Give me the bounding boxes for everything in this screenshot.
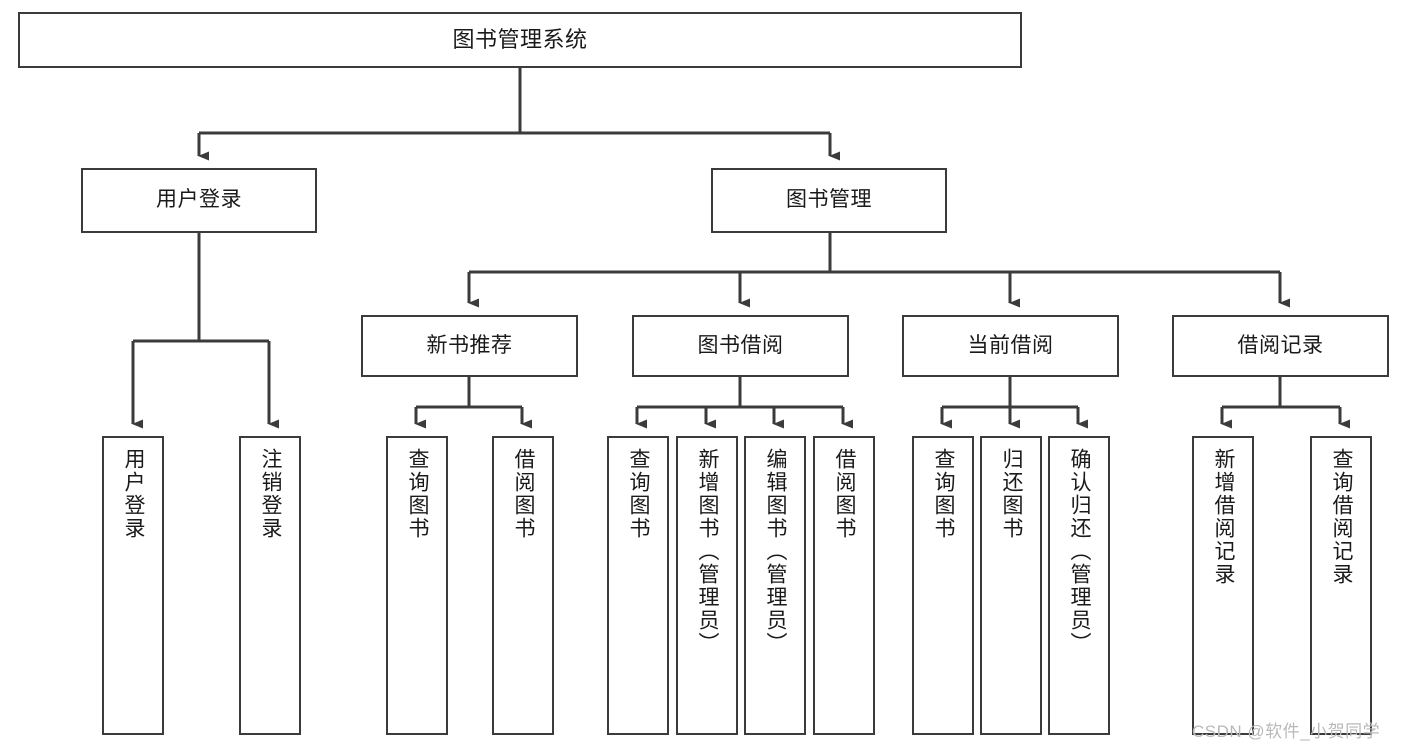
node-leaf-borrow-book-1[interactable]: 借阅图书 — [492, 436, 554, 735]
csdn-watermark: CSDN @软件_小贺同学 — [1192, 722, 1381, 741]
node-leaf-confirm-return[interactable]: 确认归还（管理员） — [1048, 436, 1110, 735]
node-leaf-borrow-book-2-label: 借阅图书 — [833, 448, 857, 540]
node-leaf-logout-login[interactable]: 注销登录 — [239, 436, 301, 735]
node-leaf-query-book-2-label: 查询图书 — [627, 448, 651, 540]
node-book-borrow[interactable]: 图书借阅 — [632, 315, 849, 377]
node-leaf-query-book-2[interactable]: 查询图书 — [607, 436, 669, 735]
node-leaf-add-record-label: 新增借阅记录 — [1212, 448, 1236, 586]
node-leaf-borrow-book-1-label: 借阅图书 — [512, 448, 536, 540]
node-leaf-edit-book-label: 编辑图书（管理员） — [764, 448, 788, 655]
node-leaf-return-book-label: 归还图书 — [1000, 448, 1024, 540]
node-leaf-borrow-book-2[interactable]: 借阅图书 — [813, 436, 875, 735]
node-book-borrow-label: 图书借阅 — [697, 333, 784, 357]
node-leaf-user-login[interactable]: 用户登录 — [102, 436, 164, 735]
node-leaf-add-record[interactable]: 新增借阅记录 — [1192, 436, 1254, 735]
node-current-borrow[interactable]: 当前借阅 — [902, 315, 1119, 377]
node-leaf-add-book-label: 新增图书（管理员） — [696, 448, 720, 655]
node-leaf-query-book-3[interactable]: 查询图书 — [912, 436, 974, 735]
node-book-manage-label: 图书管理 — [786, 188, 872, 212]
node-leaf-logout-login-label: 注销登录 — [259, 448, 283, 540]
node-leaf-query-book-1-label: 查询图书 — [406, 448, 430, 540]
node-borrow-record-label: 借阅记录 — [1237, 333, 1324, 357]
node-root-label: 图书管理系统 — [452, 27, 588, 53]
node-user-login[interactable]: 用户登录 — [81, 168, 317, 233]
node-root[interactable]: 图书管理系统 — [18, 12, 1022, 68]
node-leaf-query-record-label: 查询借阅记录 — [1330, 448, 1354, 586]
node-current-borrow-label: 当前借阅 — [967, 333, 1054, 357]
node-leaf-query-book-3-label: 查询图书 — [932, 448, 956, 540]
node-new-book-recommend[interactable]: 新书推荐 — [361, 315, 578, 377]
node-leaf-edit-book[interactable]: 编辑图书（管理员） — [744, 436, 806, 735]
node-leaf-query-book-1[interactable]: 查询图书 — [386, 436, 448, 735]
node-leaf-return-book[interactable]: 归还图书 — [980, 436, 1042, 735]
node-user-login-label: 用户登录 — [156, 188, 242, 212]
node-leaf-query-record[interactable]: 查询借阅记录 — [1310, 436, 1372, 735]
node-leaf-confirm-return-label: 确认归还（管理员） — [1068, 448, 1092, 655]
node-leaf-add-book[interactable]: 新增图书（管理员） — [676, 436, 738, 735]
node-book-manage[interactable]: 图书管理 — [711, 168, 947, 233]
node-borrow-record[interactable]: 借阅记录 — [1172, 315, 1389, 377]
node-leaf-user-login-label: 用户登录 — [122, 448, 146, 540]
node-new-book-recommend-label: 新书推荐 — [426, 333, 513, 357]
